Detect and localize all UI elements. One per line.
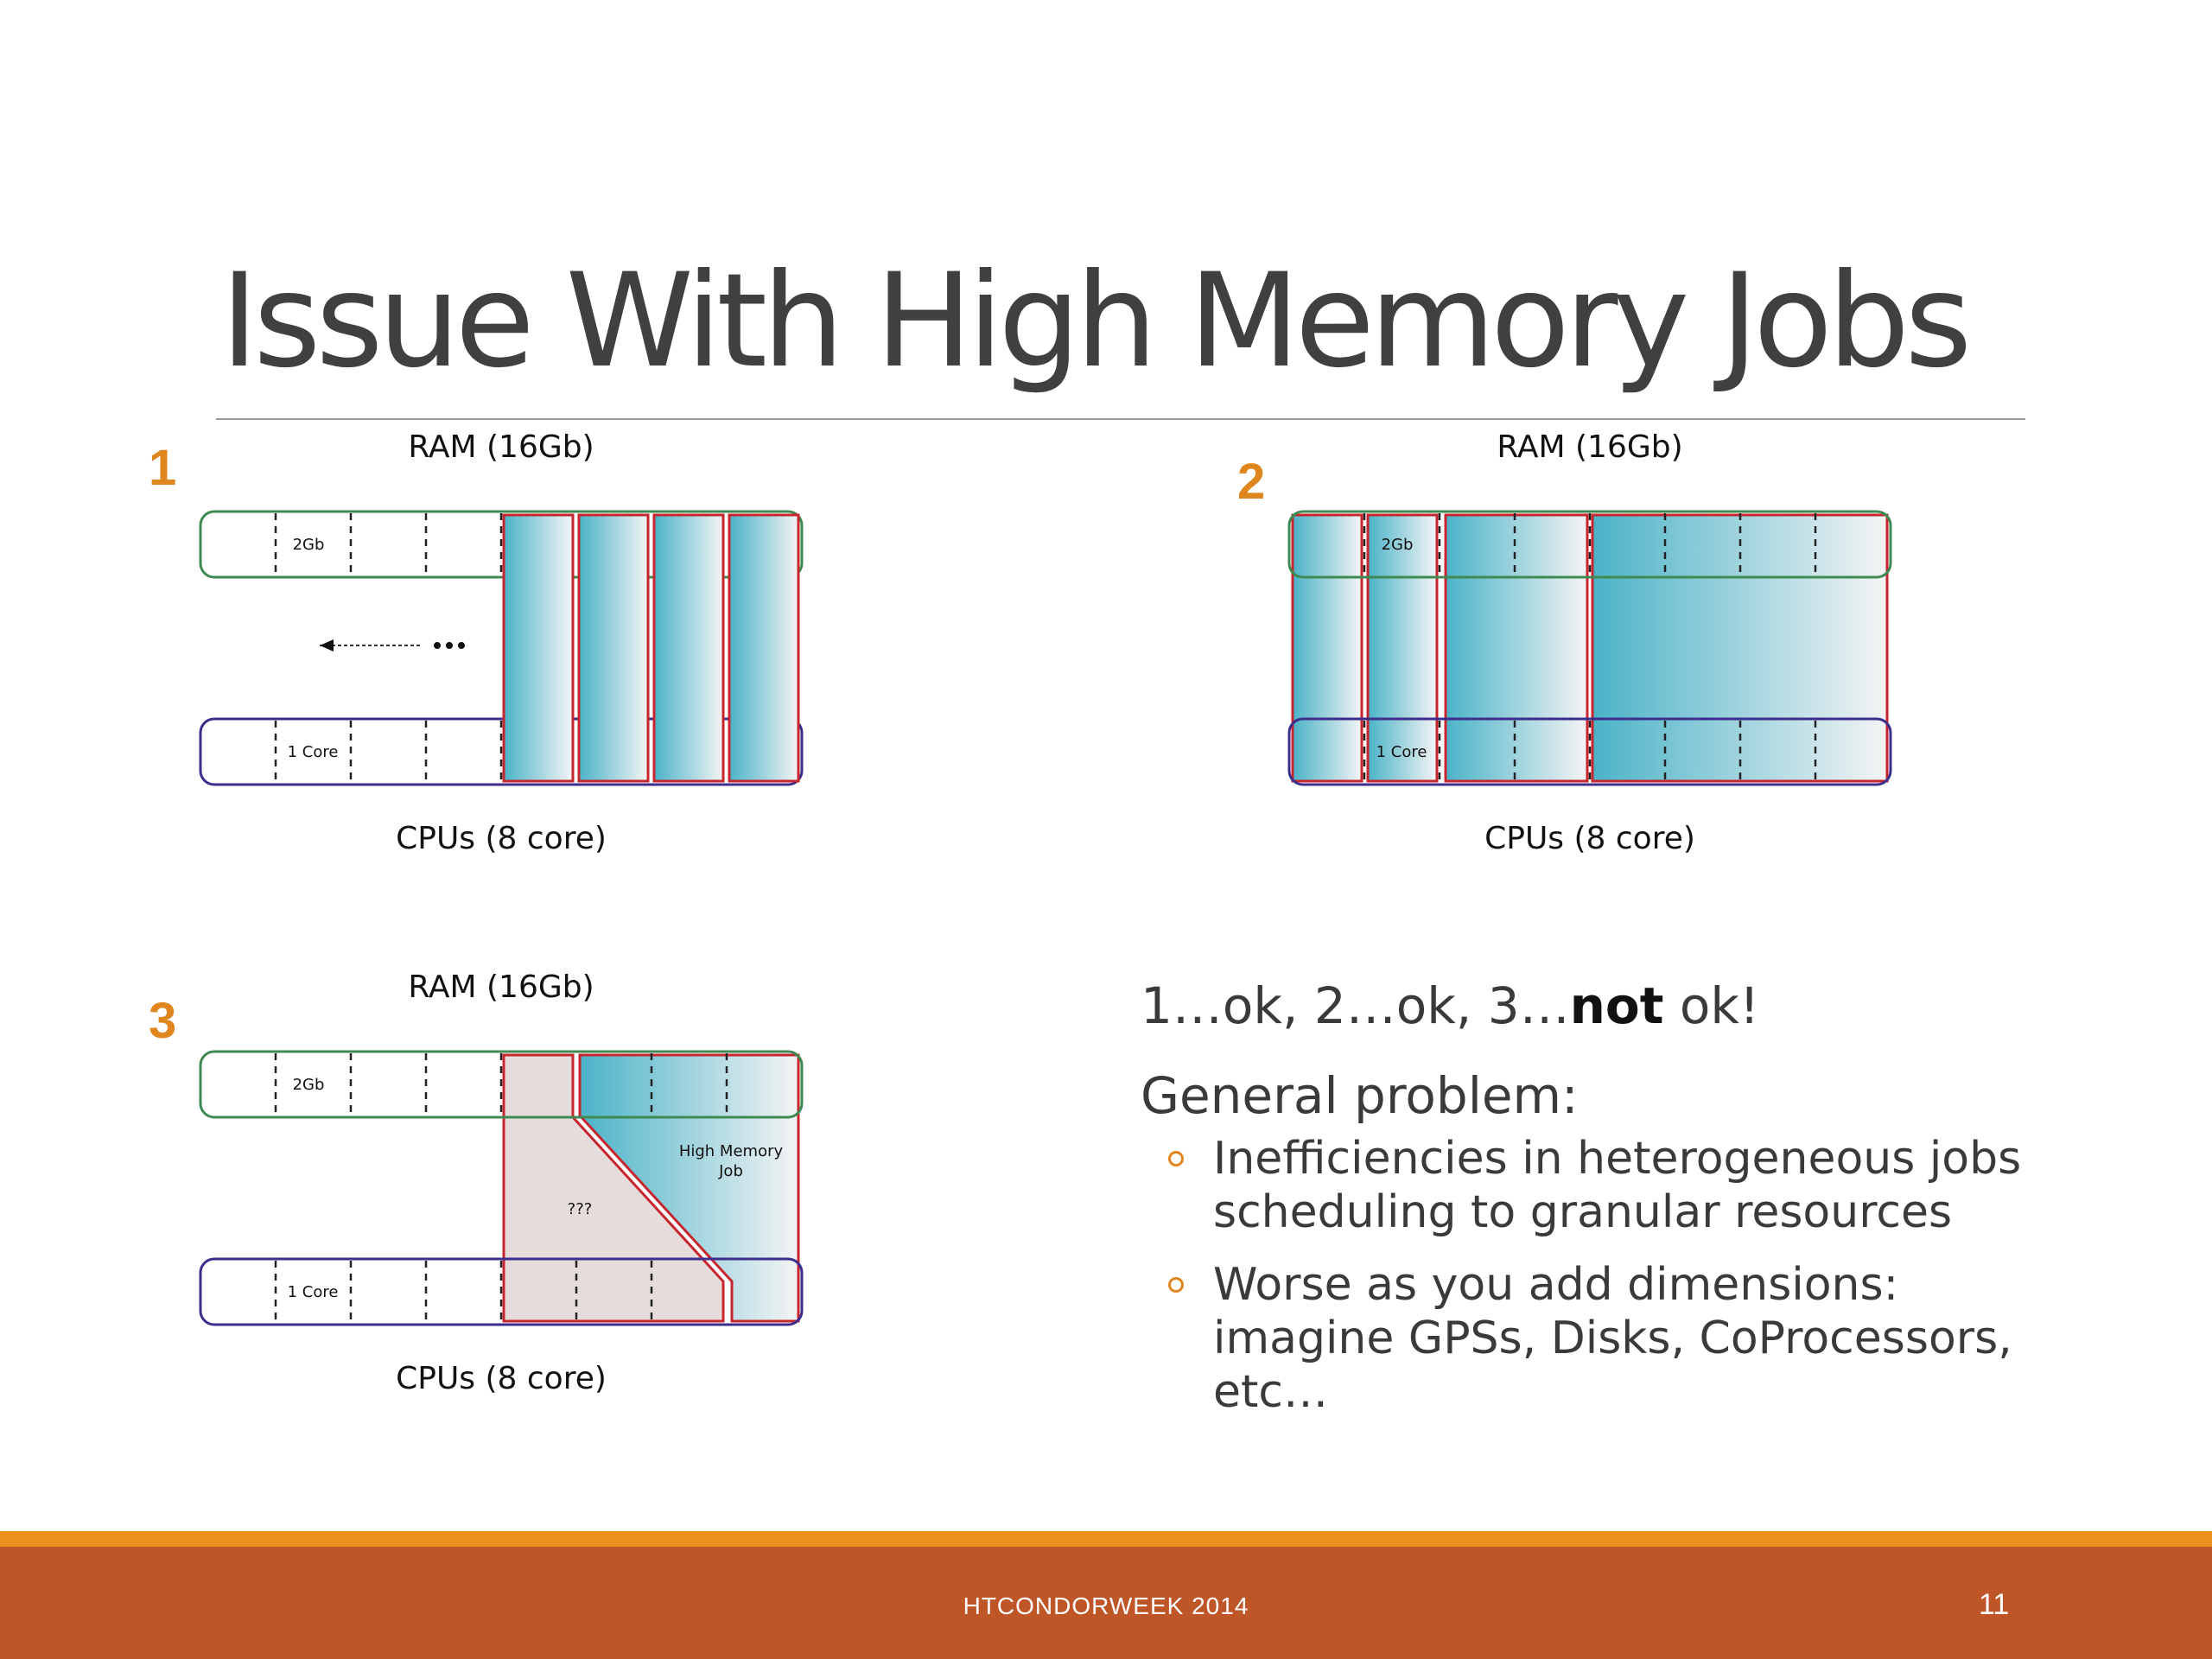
diagram-1-job-4: [728, 513, 800, 783]
diagram-1-cpu-cell-label: 1 Core: [288, 743, 339, 761]
diagram-3: 2Gb 1 Core ??? High Memory Job: [190, 1041, 812, 1335]
diagram-1-cpu-caption: CPUs (8 core): [396, 821, 607, 856]
diagram-3-ram-box: [199, 1050, 804, 1119]
diagram-2-cpu-cell-label: 1 Core: [1376, 743, 1427, 761]
diagram-1-ram-cell-label: 2Gb: [293, 536, 325, 554]
diagram-2-ram-box: [1287, 510, 1892, 579]
diagram-3-cpu-box: [199, 1257, 804, 1326]
bullet-circle-icon: [1168, 1277, 1184, 1293]
diagram-2-ram-cell-label: 2Gb: [1382, 536, 1414, 554]
diagram-2-number: 2: [1237, 454, 1266, 510]
diagram-1-job-1: [502, 513, 575, 783]
diagram-2-job-1: [1291, 513, 1363, 783]
explanation-text: 1…ok, 2…ok, 3…not ok! General problem: I…: [1141, 976, 2056, 1438]
general-problem-heading: General problem:: [1141, 1066, 1579, 1125]
diagram-1-queue-arrow: [320, 639, 465, 652]
diagram-1-job-3: [652, 513, 725, 783]
bullet-item: Inefficiencies in heterogeneous jobs sch…: [1141, 1132, 2056, 1239]
diagram-3-number: 3: [149, 993, 177, 1049]
bullet-item: Worse as you add dimensions: imagine GPS…: [1141, 1258, 2056, 1419]
diagram-1-ram-box: [199, 510, 804, 579]
diagram-3-unusable-region: [502, 1053, 725, 1323]
page-number: 11: [1979, 1588, 2010, 1621]
diagram-1-number: 1: [149, 440, 177, 496]
diagram-2: 2Gb 1 Core: [1279, 501, 1901, 795]
diagram-3-cpu-caption: CPUs (8 core): [396, 1361, 607, 1396]
footer-text: HTCONDORWEEK 2014: [963, 1592, 1249, 1619]
diagram-1: 2Gb 1 Core: [190, 501, 812, 795]
diagram-2-cpu-box: [1287, 717, 1892, 786]
diagram-2-job-3: [1444, 513, 1589, 783]
diagram-1-ram-caption: RAM (16Gb): [408, 429, 594, 465]
summary-line: 1…ok, 2…ok, 3…not ok!: [1141, 976, 1760, 1035]
diagram-3-cpu-cell-label: 1 Core: [288, 1283, 339, 1301]
diagram-3-ram-caption: RAM (16Gb): [408, 969, 594, 1005]
diagram-1-cpu-box: [199, 717, 804, 786]
diagram-3-unknown-label: ???: [568, 1200, 593, 1218]
diagram-1-job-2: [577, 513, 650, 783]
footer-accent-stripe: [0, 1531, 2212, 1547]
diagram-3-high-memory-label-2: Job: [718, 1162, 743, 1180]
bullet-circle-icon: [1168, 1151, 1184, 1166]
diagram-2-ram-caption: RAM (16Gb): [1497, 429, 1683, 465]
problem-bullets: Inefficiencies in heterogeneous jobs sch…: [1141, 1132, 2056, 1419]
diagram-2-cpu-caption: CPUs (8 core): [1484, 821, 1695, 856]
diagram-3-ram-cell-label: 2Gb: [293, 1076, 325, 1094]
footer-bar: [0, 1547, 2212, 1659]
title-divider: [216, 418, 2025, 420]
diagram-2-job-2: [1366, 513, 1439, 783]
slide-title: Issue With High Memory Jobs: [220, 246, 1972, 397]
diagram-3-high-memory-label-1: High Memory: [679, 1142, 784, 1160]
